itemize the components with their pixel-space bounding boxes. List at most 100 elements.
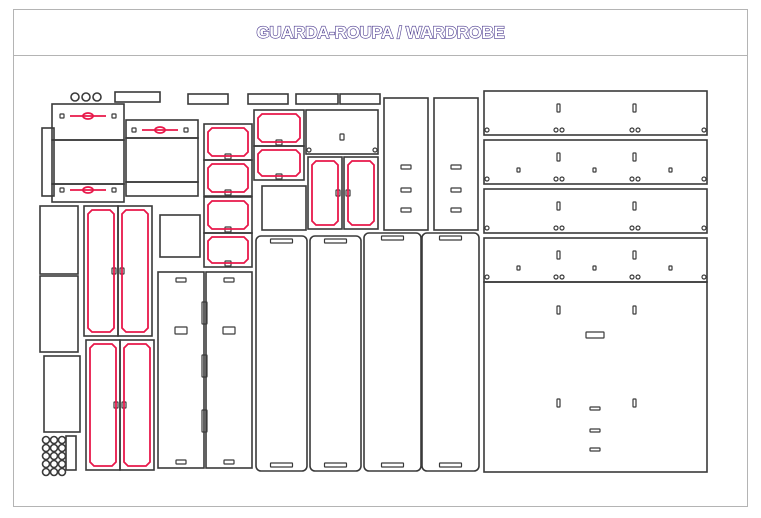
slot [450,207,462,213]
hole [553,225,559,231]
engrave-lines [70,112,375,467]
hole [306,147,312,153]
hinge-slot [201,301,208,325]
slot-bottom [223,459,235,465]
page-title: GUARDA-ROUPA / WARDROBE [256,22,506,42]
small-door-4-engraving [207,236,249,264]
tall-door-left-2 [85,339,121,471]
ornament-3-center [82,186,94,194]
slot-center [585,331,605,339]
top-strip-5 [339,93,381,105]
slot [632,103,637,113]
slot [592,167,597,173]
long-panel-2 [309,235,362,472]
slot-bottom [438,462,463,468]
connector-peg [49,435,59,445]
small-door-2-engraving [207,163,249,193]
small-door-2 [203,159,253,197]
top-strip-4 [295,93,339,105]
top-strip-3 [247,93,289,105]
slot [589,447,601,452]
slot-top [175,277,187,283]
slot [450,187,462,193]
connector-peg [41,443,51,453]
ornament-1-center [82,112,94,120]
slot [516,265,521,271]
square-block-2 [159,214,201,258]
hole [635,274,641,280]
connector-peg [41,467,51,477]
divider-panel-2 [433,97,479,231]
drawer-hole [59,187,65,193]
square-block [261,185,307,231]
cabinet-door-left [307,156,343,230]
hole [701,176,707,182]
slot [668,265,673,271]
hole [372,147,378,153]
tall-door-left-1 [83,205,119,337]
connector-peg [41,435,51,445]
cabinet-door-left-engraving [311,160,339,226]
side-panel-c [43,355,81,433]
slot [400,207,412,213]
slot [632,398,637,408]
hole [629,127,635,133]
top-strip-2 [187,93,229,105]
connector-peg [41,451,51,461]
slot [516,167,521,173]
slot [589,406,601,411]
side-panel-b [39,275,79,353]
connector-peg [92,92,102,102]
hole [559,274,565,280]
slot-bottom [269,462,294,468]
slot-bottom [323,462,348,468]
detail-lines [59,103,707,468]
hinge-slot [201,409,208,433]
hole [484,274,490,280]
connector-peg [57,443,67,453]
drawer-hole [131,127,137,133]
header: GUARDA-ROUPA / WARDROBE [14,10,747,56]
slot [592,265,597,271]
cut-lines [39,90,708,477]
slot-mid [174,326,188,335]
shelf-3 [483,188,708,234]
column-right [205,271,253,469]
slot [589,428,601,433]
hole [559,176,565,182]
slot-top [380,235,405,241]
long-panel-3 [363,232,422,472]
connector-peg [57,451,67,461]
connector-peg [57,435,67,445]
long-panel-4 [421,232,480,472]
hole [635,127,641,133]
side-panel-a [39,205,79,275]
slot [556,250,561,260]
connector-peg [81,92,91,102]
hole [635,225,641,231]
slot [632,250,637,260]
hole [701,274,707,280]
slot [556,398,561,408]
hole [484,127,490,133]
small-strip [65,435,77,471]
slot [632,201,637,211]
slot [556,201,561,211]
hole [701,127,707,133]
shelf-2 [483,139,708,185]
slot [632,305,637,315]
hole [629,225,635,231]
connector-peg [49,451,59,461]
back-panel [483,281,708,473]
hole [559,225,565,231]
column-left [157,271,205,469]
tall-door-right-2-engraving [123,343,151,467]
hole [635,176,641,182]
template-frame: GUARDA-ROUPA / WARDROBE [13,9,748,507]
hole [629,176,635,182]
cabinet-door-right [343,156,379,230]
connector-peg [41,459,51,469]
slot [556,103,561,113]
slot [400,187,412,193]
drawer-front-1 [51,103,125,141]
